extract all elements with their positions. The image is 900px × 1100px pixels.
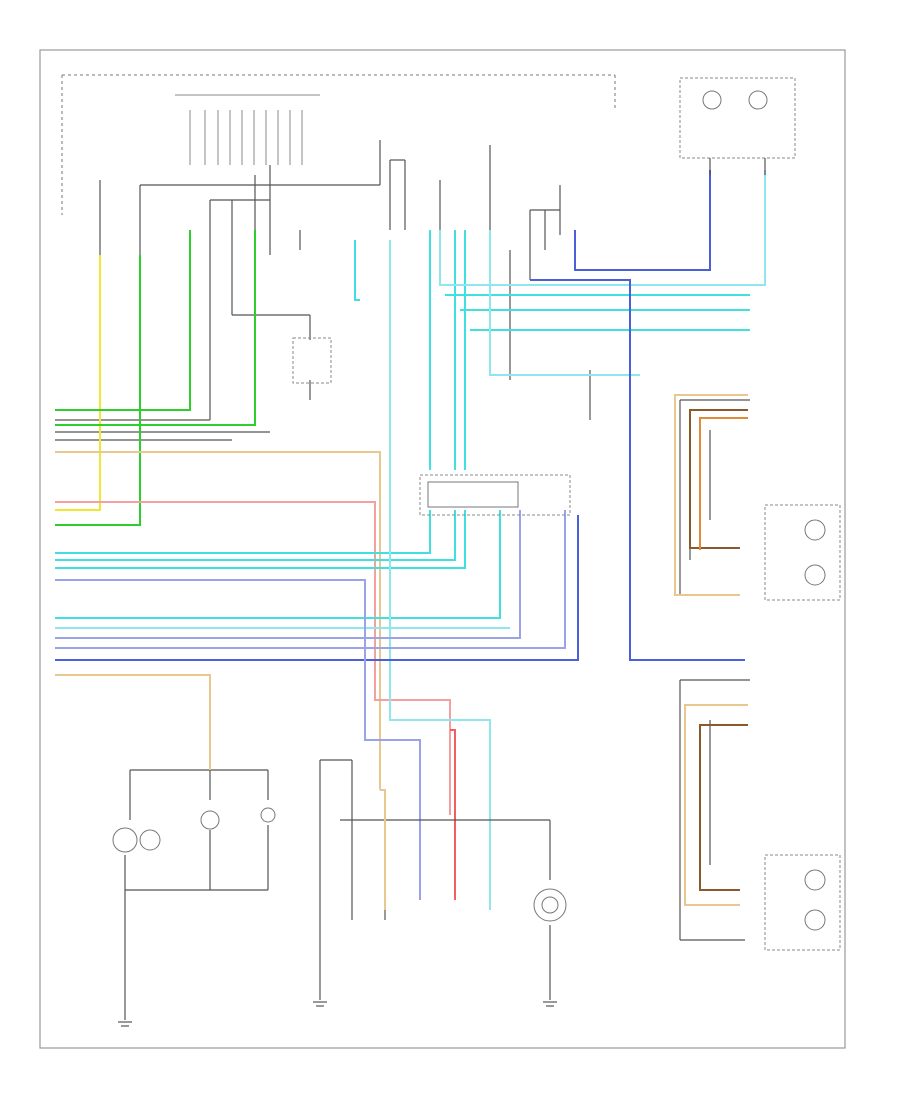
bottom-left-lamps — [112, 769, 276, 1020]
ground-symbol-center — [313, 1001, 327, 1007]
wire-blue-lower-bus — [55, 515, 579, 661]
wire-green-2 — [55, 230, 256, 426]
wire-light-cyan-right — [439, 170, 766, 286]
relay-box — [292, 337, 332, 384]
wire-red — [450, 729, 456, 900]
wire-brown-right-1 — [689, 409, 748, 549]
wire-cyan-3 — [55, 510, 466, 569]
wire-tan-bottom — [380, 789, 386, 910]
wire-tan-right-2 — [684, 704, 748, 906]
wire-yellow — [55, 255, 101, 511]
wire-cyan-1 — [55, 510, 431, 554]
wire-pink — [55, 501, 451, 815]
bottom-center-connector — [319, 759, 567, 1000]
wire-light-blue-long — [389, 240, 491, 910]
upper-harness — [99, 140, 591, 420]
right-connector-top — [679, 77, 796, 175]
wire-violet-1 — [55, 579, 421, 900]
wire-orange-right-1 — [699, 417, 748, 550]
left-connector-wires — [55, 255, 270, 511]
fuse-block-header — [175, 94, 320, 165]
wire-tan-1 — [55, 451, 381, 790]
wire-cyan-2 — [55, 510, 456, 561]
wire-light-cyan-mid — [489, 230, 640, 376]
wire-cyan-4 — [55, 510, 501, 619]
wire-tan-2 — [55, 674, 211, 765]
right-driver-lamp-group — [679, 399, 841, 601]
wire-blue-right-drop — [530, 279, 745, 661]
wire-cyan-upper-1 — [354, 240, 360, 301]
wire-green-1 — [55, 230, 191, 411]
wire-violet-2 — [55, 510, 521, 639]
wire-tan-right-1 — [674, 394, 748, 596]
switch-module-inner — [427, 481, 519, 508]
ground-symbol-left — [118, 1021, 132, 1027]
ground-symbol-right — [543, 1001, 557, 1007]
wire-violet-3 — [55, 510, 566, 649]
diagram-frame — [39, 49, 846, 1049]
right-passenger-lamp-group — [679, 679, 841, 951]
wire-brown-right-2 — [699, 724, 748, 891]
wire-green-3 — [55, 255, 141, 526]
wire-blue-right — [574, 170, 711, 271]
switch-module — [419, 474, 571, 516]
